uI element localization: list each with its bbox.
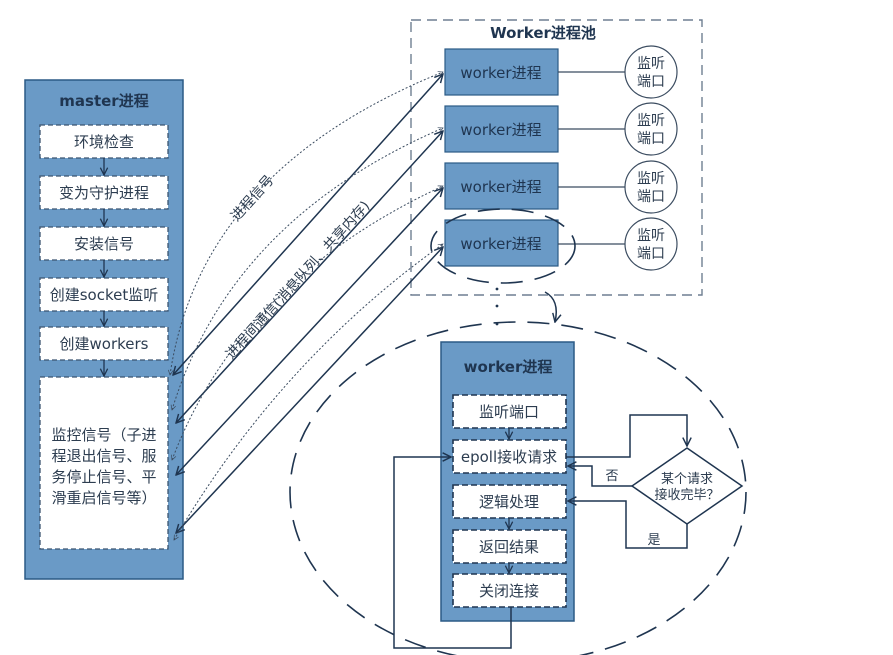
worker-box	[444, 48, 559, 96]
worker-label: worker进程	[460, 235, 541, 253]
worker-step-label: 关闭连接	[479, 582, 539, 600]
worker-step-label: epoll接收请求	[461, 448, 557, 466]
pool-worker-1: worker进程 监听 端口	[444, 45, 678, 99]
decision-no-arrow	[568, 466, 632, 487]
worker-box	[444, 162, 559, 210]
pool-worker-2: worker进程 监听 端口	[444, 102, 678, 156]
monitor-line-4: 滑重启信号等）	[51, 489, 156, 507]
port-label-1: 监听	[637, 56, 665, 72]
master-step-label: 创建workers	[60, 335, 149, 353]
worker-label: worker进程	[460, 178, 541, 196]
worker-step-1: 监听端口	[452, 394, 567, 429]
loop-back-arrow	[393, 457, 512, 649]
ipc-line-worker-3	[176, 188, 443, 475]
decision-line-1: 某个请求	[661, 472, 713, 487]
listen-port-circle	[624, 217, 678, 271]
worker-step-4: 返回结果	[452, 529, 567, 564]
more-workers-dots	[495, 287, 499, 326]
monitor-line-2: 程退出信号、服	[51, 447, 156, 465]
decision-yes-arrow	[568, 501, 688, 549]
decision-no-label: 否	[605, 469, 618, 484]
port-label-1: 监听	[637, 171, 665, 187]
worker-label: worker进程	[460, 64, 541, 82]
decision-node: 某个请求 接收完毕？	[630, 447, 744, 525]
master-step-label: 环境检查	[74, 133, 134, 151]
worker-pool-title: Worker进程池	[490, 24, 596, 42]
signal-curve-worker-4	[173, 244, 443, 540]
listen-port-circle	[624, 160, 678, 214]
worker-step-label: 逻辑处理	[479, 493, 539, 511]
listen-port-circle	[624, 102, 678, 156]
monitor-line-1: 监控信号（子进	[51, 426, 156, 444]
worker-detail-ellipse	[289, 321, 747, 655]
worker-step-2: epoll接收请求	[452, 439, 567, 474]
master-step-1: 环境检查	[39, 124, 169, 159]
signal-label: 进程信号	[228, 172, 277, 224]
master-process-panel: master进程 环境检查 变为守护进程 安装信号 创建socket监听 创建w…	[24, 79, 184, 580]
ipc-label: 进程间通信(消息队列、共享内存)	[222, 198, 373, 363]
decision-yes-label: 是	[647, 533, 660, 548]
master-step-4: 创建socket监听	[39, 277, 169, 312]
master-step-label: 安装信号	[74, 235, 134, 253]
signal-curve-worker-1	[170, 72, 443, 375]
worker-pool: Worker进程池 worker进程 监听 端口 worker进程 监听 端口 …	[410, 19, 703, 326]
worker-step-3: 逻辑处理	[452, 484, 567, 519]
worker-label: worker进程	[460, 121, 541, 139]
master-step-label: 创建socket监听	[50, 286, 159, 304]
port-label-2: 端口	[637, 246, 665, 262]
master-title: master进程	[59, 92, 148, 110]
port-label-2: 端口	[637, 189, 665, 205]
port-label-2: 端口	[637, 131, 665, 147]
pool-worker-3: worker进程 监听 端口	[444, 160, 678, 214]
master-step-5: 创建workers	[39, 326, 169, 361]
worker-box	[444, 219, 559, 267]
worker-step-label: 返回结果	[479, 538, 539, 556]
decision-line-2: 接收完毕？	[654, 487, 719, 503]
master-monitor-step: 监控信号（子进 程退出信号、服 务停止信号、平 滑重启信号等）	[39, 376, 169, 550]
epoll-to-decision-arrow	[566, 414, 687, 458]
ipc-line-worker-1	[173, 74, 443, 375]
port-label-1: 监听	[637, 113, 665, 129]
ipc-connections: 进程信号 进程间通信(消息队列、共享内存)	[170, 72, 443, 540]
master-step-2: 变为守护进程	[39, 175, 169, 210]
monitor-line-3: 务停止信号、平	[51, 468, 156, 486]
master-step-label: 变为守护进程	[59, 184, 149, 202]
pool-worker-4: worker进程 监听 端口	[444, 217, 678, 271]
port-label-2: 端口	[637, 74, 665, 90]
worker-detail-title: worker进程	[464, 358, 553, 376]
worker-detail: worker进程 监听端口 epoll接收请求 逻辑处理 返回结果 关闭连接	[289, 321, 747, 655]
port-label-1: 监听	[637, 228, 665, 244]
ipc-line-worker-4	[176, 247, 443, 533]
master-step-3: 安装信号	[39, 226, 169, 261]
signal-curve-worker-3	[172, 186, 443, 460]
worker-step-5: 关闭连接	[452, 573, 567, 608]
listen-port-circle	[624, 45, 678, 99]
expand-arrow	[544, 291, 556, 322]
worker-step-label: 监听端口	[479, 403, 539, 421]
